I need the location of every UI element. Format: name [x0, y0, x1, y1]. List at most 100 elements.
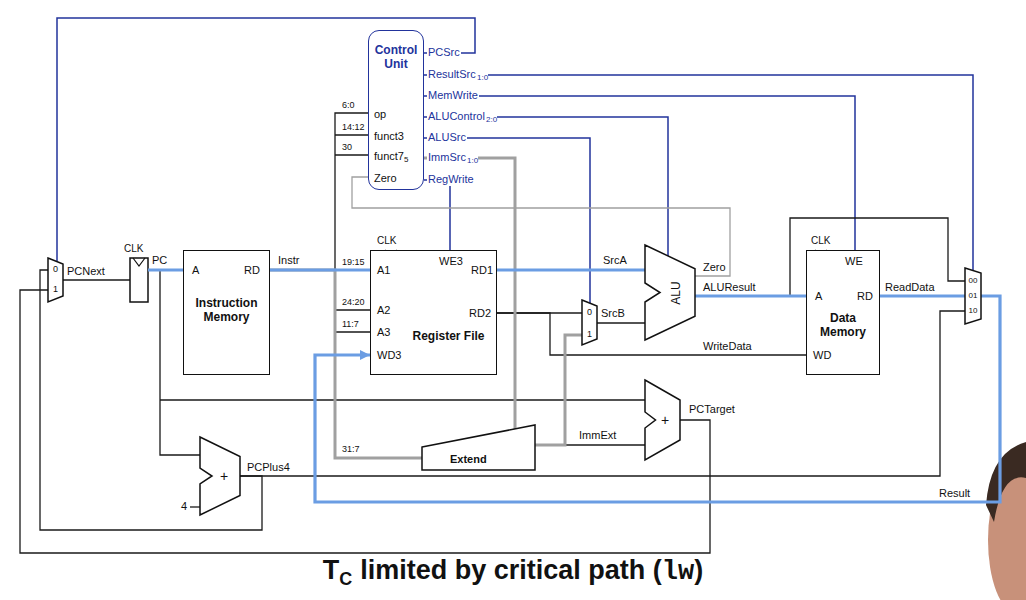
wire — [424, 75, 973, 270]
node-label: A — [192, 264, 199, 277]
bit-range: 6:0 — [341, 100, 356, 111]
control-signal: ImmSrc — [427, 151, 467, 164]
wire — [497, 268, 645, 271]
bit-range: 24:20 — [341, 297, 366, 308]
node-label: 01 — [965, 291, 981, 301]
wire — [20, 290, 710, 553]
node-label: 0 — [48, 264, 63, 275]
clock-label: CLK — [123, 243, 144, 255]
node-label: funct7 — [374, 150, 404, 163]
node-label: WE — [845, 255, 863, 268]
clock-label: CLK — [376, 235, 397, 247]
bit-range: 14:12 — [341, 122, 366, 133]
bit-range: 1:0 — [477, 73, 488, 83]
node-label: ALU — [668, 281, 682, 304]
adder: + — [200, 437, 240, 515]
node-label: A2 — [377, 304, 390, 317]
wire — [270, 268, 370, 271]
node-label: 1 — [48, 284, 63, 295]
node-label: RD1 — [471, 264, 493, 277]
adder: + — [645, 380, 680, 460]
bit-range: 2:0 — [486, 115, 497, 125]
adder-shape — [645, 380, 680, 460]
instruction-memory: ARDInstruction Memory — [183, 250, 270, 375]
signal-name: SrcB — [600, 307, 626, 320]
clock-label: CLK — [810, 235, 831, 247]
node-label: RD — [857, 290, 873, 303]
bit-range: 11:7 — [341, 319, 360, 330]
node-label: Data Memory — [811, 311, 875, 339]
wire — [270, 113, 368, 270]
node-label: A — [815, 290, 822, 303]
node-label: funct3 — [374, 130, 404, 143]
caption-text: limited by critical path ( — [360, 555, 662, 585]
instruction-field-wire — [335, 135, 370, 332]
caption-text: T — [323, 555, 340, 585]
caption-text: ) — [694, 555, 703, 585]
caption: TClimited by critical path (lw) — [0, 554, 1026, 595]
wire — [424, 180, 450, 250]
wire — [695, 294, 806, 297]
sign-extend: Extend — [422, 425, 535, 470]
control-signal: RegWrite — [427, 173, 475, 186]
register-file: WE3A1A2A3WD3 RD1RD2Register File — [370, 250, 497, 375]
signal-name: SrcA — [602, 254, 628, 267]
multiplexer: 00 01 10 — [965, 268, 981, 324]
node-label: RD2 — [469, 307, 491, 320]
control-signal: ALUControl — [427, 110, 486, 123]
node-label: Zero — [374, 172, 397, 185]
node-label: 10 — [965, 306, 981, 316]
bit-range: 1:0 — [467, 156, 478, 166]
signal-name: PC — [151, 254, 168, 267]
critical-path-wire — [148, 268, 183, 271]
pc-register — [130, 258, 148, 302]
caption-subscript: C — [339, 569, 352, 589]
pcnext-wire — [63, 279, 130, 280]
node-label: Extend — [450, 453, 487, 466]
signal-name: ImmExt — [578, 429, 617, 442]
signal-name: PCPlus4 — [246, 461, 291, 474]
sign-extend-shape — [422, 425, 535, 470]
multiplexer-shape — [48, 258, 63, 302]
signal-name: ReadData — [884, 281, 936, 294]
node-label: Control Unit — [371, 43, 421, 71]
node-label: A1 — [377, 264, 390, 277]
signal-name: WriteData — [702, 340, 753, 353]
constant-value: 4 — [180, 500, 188, 513]
control-signal: ALUSrc — [427, 131, 467, 144]
control-signal: MemWrite — [427, 89, 479, 102]
caption-code: lw — [662, 557, 694, 587]
wire — [535, 335, 582, 445]
wire — [57, 18, 475, 261]
data-memory: WE A RD WD Data Memory — [806, 250, 880, 375]
multiplexer-shape — [965, 268, 981, 324]
multiplexer: 01 — [582, 300, 597, 345]
node-label: op — [374, 108, 386, 121]
clock-triangle — [133, 258, 145, 266]
multiplexer: 01 — [48, 258, 63, 302]
signal-name: Result — [938, 487, 971, 500]
wire — [597, 322, 645, 323]
multiplexer-shape — [582, 300, 597, 345]
adder-shape — [200, 437, 240, 515]
node-label: 00 — [965, 276, 981, 286]
node-label: A3 — [377, 326, 390, 339]
node-label: WD — [813, 349, 831, 362]
presenter-hair — [986, 442, 1026, 522]
node-label: WE3 — [439, 255, 463, 268]
node-label: + — [220, 468, 228, 485]
node-label: 1 — [582, 329, 597, 340]
node-label: + — [661, 412, 669, 429]
alu-shape — [645, 245, 695, 340]
node-label: 5 — [404, 155, 408, 165]
node-label: WD3 — [377, 349, 401, 362]
control-unit: Control Unit op funct3 funct75Zero — [368, 30, 424, 190]
signal-name: PCNext — [66, 265, 106, 278]
signal-name: Instr — [277, 254, 300, 267]
alu: ALU — [645, 245, 695, 340]
control-signal: ResultSrc — [427, 68, 477, 81]
node-label: 0 — [582, 307, 597, 318]
bit-range: 30 — [341, 142, 353, 153]
node-label: Register File — [411, 329, 486, 343]
